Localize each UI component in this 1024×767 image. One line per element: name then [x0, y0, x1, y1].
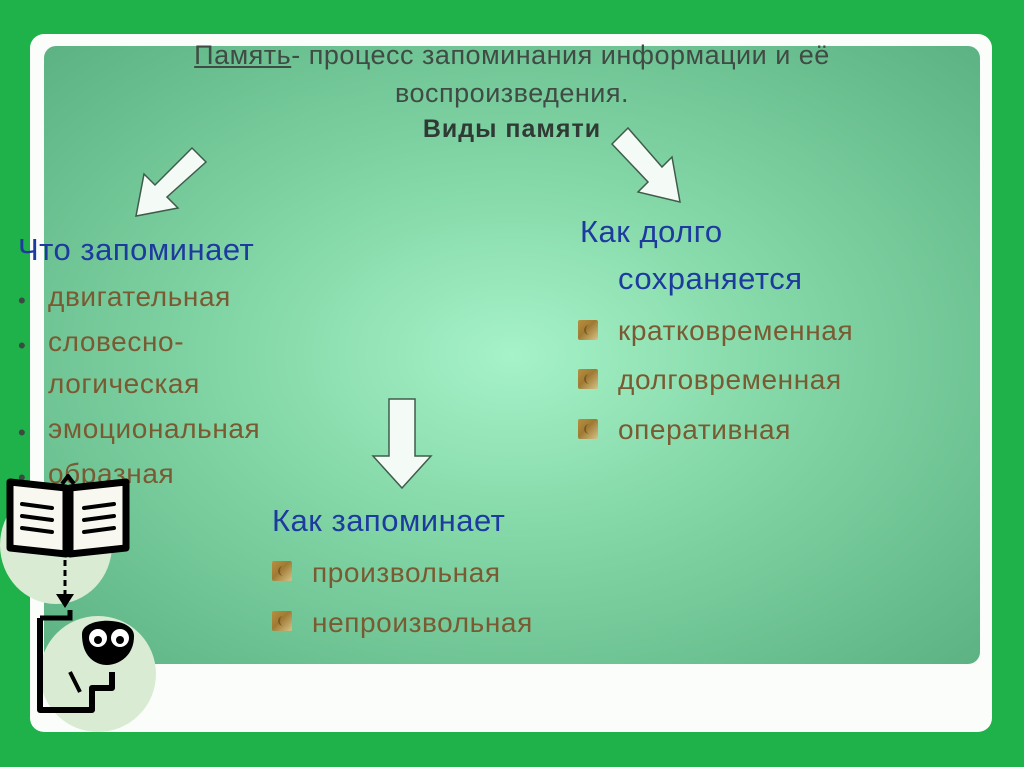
- category-how: Как запоминает: [272, 503, 506, 538]
- page-subtitle: Виды памяти: [422, 115, 602, 143]
- category-what: Что запоминает: [18, 232, 255, 267]
- thinking-head-icon: [37, 610, 134, 713]
- item-involuntary: непроизвольная: [312, 607, 533, 638]
- item-emotional: эмоциональная: [48, 413, 261, 444]
- bullet-icon: [578, 419, 598, 439]
- heading-line-1: Память- процесс запоминания информации и…: [44, 40, 980, 71]
- bullet-icon: [272, 611, 292, 631]
- heading-line-2: воспроизведения.: [394, 78, 630, 108]
- arrow-down-left-icon: [135, 146, 208, 217]
- item-motor: двигательная: [48, 281, 231, 312]
- item-voluntary: произвольная: [312, 557, 501, 588]
- item-long-term: долговременная: [618, 364, 842, 395]
- term-memory: Память: [194, 40, 292, 70]
- item-operative: оперативная: [618, 414, 791, 445]
- bullet-icon: [578, 320, 598, 340]
- item-verbal: словесно-: [48, 326, 185, 357]
- arrow-down-right-icon: [610, 126, 681, 203]
- bullet: •: [18, 333, 26, 358]
- open-book-icon: [6, 474, 130, 558]
- connector-arrow-icon: [56, 560, 74, 608]
- arrow-down-icon: [371, 398, 433, 490]
- bullet: •: [18, 465, 26, 490]
- content-panel: [44, 46, 980, 664]
- item-logical: логическая: [48, 368, 200, 399]
- definition-part-1: - процесс запоминания информации и её: [291, 40, 830, 70]
- bullet: •: [18, 420, 26, 445]
- item-short-term: кратковременная: [618, 315, 854, 346]
- bullet: •: [18, 288, 26, 313]
- bullet-icon: [272, 561, 292, 581]
- bullet-icon: [578, 369, 598, 389]
- category-how-long-2: сохраняется: [618, 261, 803, 296]
- category-how-long-1: Как долго: [580, 214, 723, 249]
